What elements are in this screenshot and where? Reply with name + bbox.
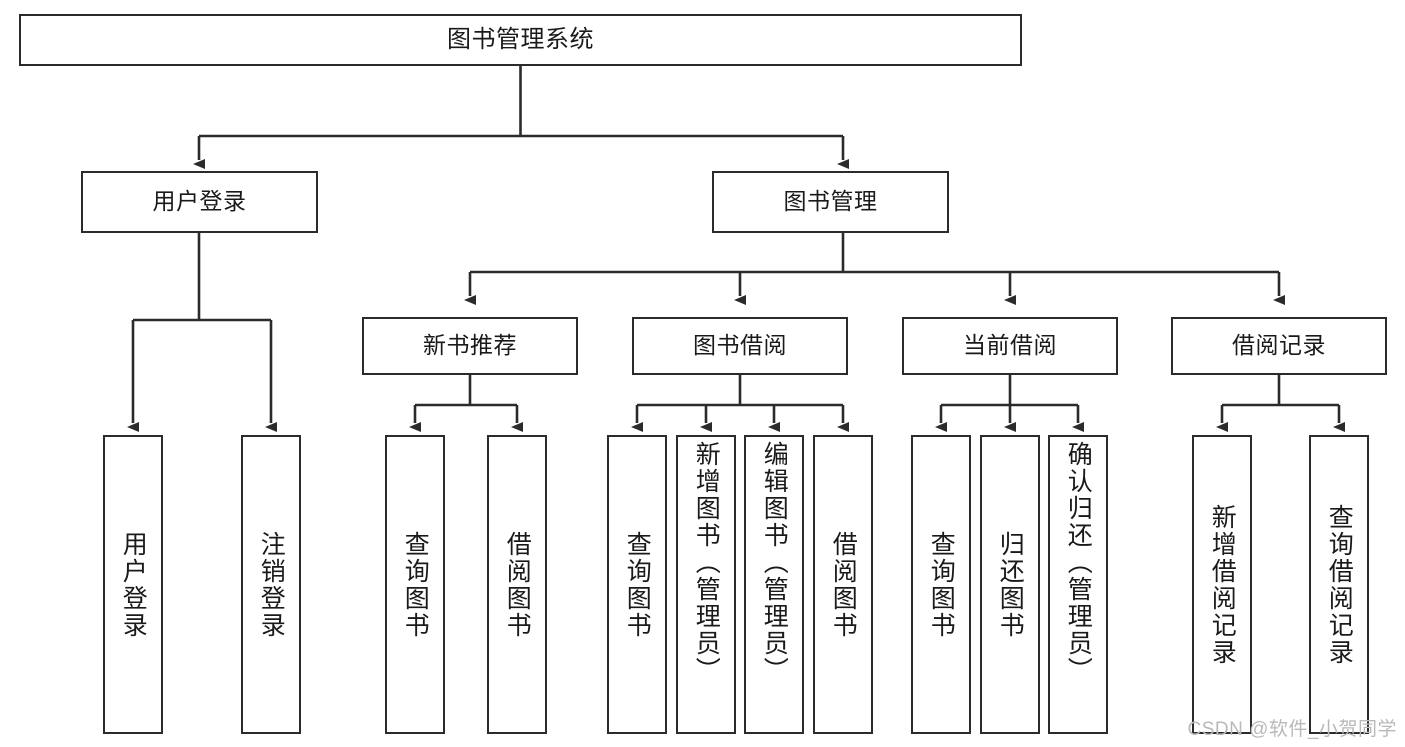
node-leaf-user-login-label: 用户登录 — [119, 530, 148, 639]
node-leaf-confirm-return-label: 确认归还（管理员） — [1064, 441, 1093, 684]
node-leaf-query-record-label: 查询借阅记录 — [1325, 503, 1354, 666]
node-leaf-query-book-3-label: 查询图书 — [927, 530, 956, 639]
node-leaf-add-record-label: 新增借阅记录 — [1208, 503, 1237, 666]
node-leaf-add-record[interactable]: 新增借阅记录 — [1192, 435, 1252, 734]
node-leaf-borrow-book-2-label: 借阅图书 — [829, 530, 858, 639]
node-user-login-label: 用户登录 — [152, 188, 247, 215]
node-leaf-query-book-2[interactable]: 查询图书 — [607, 435, 667, 734]
node-leaf-user-logout[interactable]: 注销登录 — [241, 435, 301, 734]
node-new-book-recommend[interactable]: 新书推荐 — [362, 317, 578, 375]
node-current-borrow-label: 当前借阅 — [963, 332, 1057, 359]
node-leaf-add-book-label: 新增图书（管理员） — [692, 441, 721, 684]
node-leaf-return-book-label: 归还图书 — [996, 530, 1025, 639]
node-leaf-borrow-book-1[interactable]: 借阅图书 — [487, 435, 547, 734]
node-leaf-query-book-1[interactable]: 查询图书 — [385, 435, 445, 734]
node-leaf-add-book[interactable]: 新增图书（管理员） — [676, 435, 736, 734]
node-leaf-edit-book[interactable]: 编辑图书（管理员） — [744, 435, 804, 734]
node-current-borrow[interactable]: 当前借阅 — [902, 317, 1118, 375]
node-root[interactable]: 图书管理系统 — [19, 14, 1022, 66]
node-book-borrow[interactable]: 图书借阅 — [632, 317, 848, 375]
node-book-manage-label: 图书管理 — [783, 188, 878, 215]
node-root-label: 图书管理系统 — [447, 25, 594, 53]
node-user-login[interactable]: 用户登录 — [81, 171, 318, 233]
node-borrow-record-label: 借阅记录 — [1232, 332, 1326, 359]
node-book-manage[interactable]: 图书管理 — [712, 171, 949, 233]
node-leaf-query-record[interactable]: 查询借阅记录 — [1309, 435, 1369, 734]
node-leaf-query-book-2-label: 查询图书 — [623, 530, 652, 639]
node-leaf-query-book-3[interactable]: 查询图书 — [911, 435, 971, 734]
node-leaf-edit-book-label: 编辑图书（管理员） — [760, 441, 789, 684]
node-leaf-user-login[interactable]: 用户登录 — [103, 435, 163, 734]
node-new-book-recommend-label: 新书推荐 — [423, 332, 517, 359]
node-leaf-borrow-book-1-label: 借阅图书 — [503, 530, 532, 639]
node-leaf-query-book-1-label: 查询图书 — [401, 530, 430, 639]
node-leaf-confirm-return[interactable]: 确认归还（管理员） — [1048, 435, 1108, 734]
node-leaf-return-book[interactable]: 归还图书 — [980, 435, 1040, 734]
node-leaf-user-logout-label: 注销登录 — [257, 530, 286, 639]
node-book-borrow-label: 图书借阅 — [693, 332, 787, 359]
node-borrow-record[interactable]: 借阅记录 — [1171, 317, 1387, 375]
node-leaf-borrow-book-2[interactable]: 借阅图书 — [813, 435, 873, 734]
